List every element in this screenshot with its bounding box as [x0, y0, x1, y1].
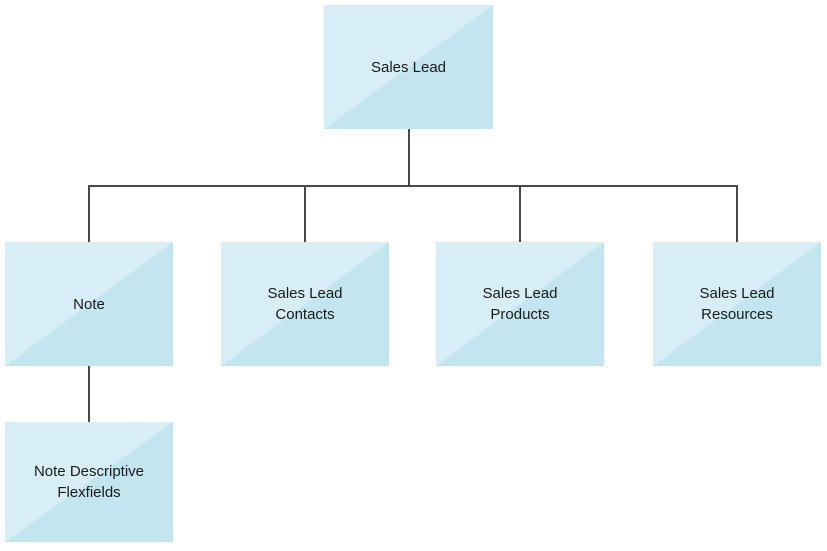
node-sales-lead-label: Sales Lead: [370, 58, 447, 76]
node-sales-lead-contacts: Sales Lead Contacts: [221, 242, 389, 366]
node-sales-lead-resources-label: Sales Lead Resources: [699, 285, 775, 323]
node-note-descriptive-flexfields-label: Note Descriptive Flexfields: [33, 463, 145, 501]
connector-root-stem: [408, 129, 410, 187]
node-sales-lead: Sales Lead: [324, 5, 493, 129]
connector-note-flexfields: [88, 366, 90, 422]
node-sales-lead-products: Sales Lead Products: [436, 242, 604, 366]
node-sales-lead-resources: Sales Lead Resources: [653, 242, 821, 366]
connector-drop-note: [88, 187, 90, 242]
node-sales-lead-contacts-label: Sales Lead Contacts: [267, 285, 343, 323]
connector-drop-products: [519, 187, 521, 242]
node-note-descriptive-flexfields: Note Descriptive Flexfields: [5, 422, 173, 542]
connector-horizontal-bus: [88, 185, 738, 187]
connector-drop-resources: [736, 187, 738, 242]
node-note: Note: [5, 242, 173, 366]
node-sales-lead-products-label: Sales Lead Products: [482, 285, 558, 323]
connector-drop-contacts: [304, 187, 306, 242]
node-note-label: Note: [73, 295, 105, 313]
